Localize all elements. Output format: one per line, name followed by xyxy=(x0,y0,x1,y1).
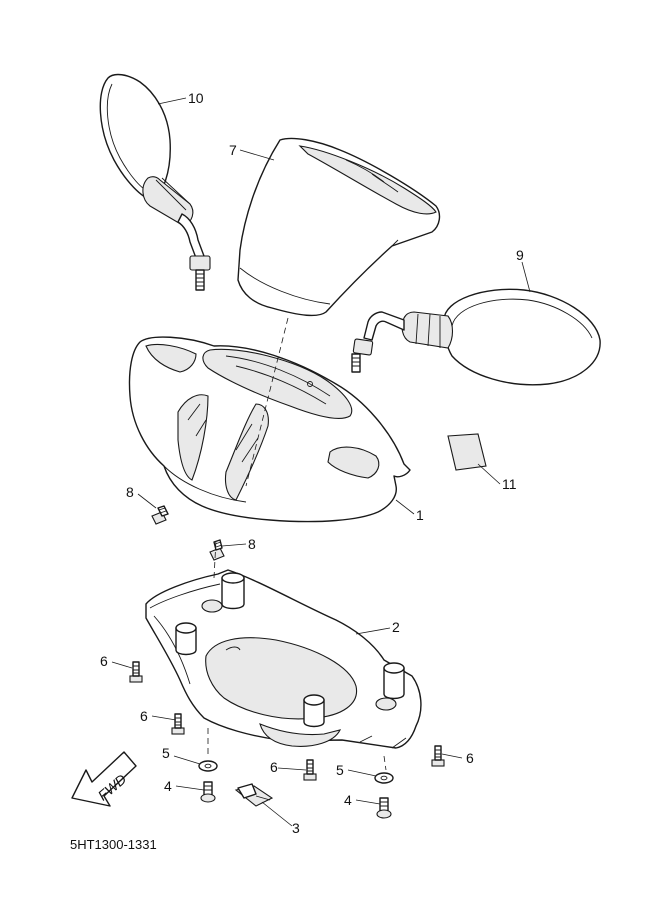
handlebar-cover-lower xyxy=(145,569,422,749)
callout-1: 1 xyxy=(416,507,424,523)
callout-labels: 10 7 9 11 1 8 8 2 6 6 6 6 5 5 4 4 3 xyxy=(100,90,524,836)
callout-6-a: 6 xyxy=(100,653,108,669)
screw-8-left xyxy=(151,505,169,525)
callout-9: 9 xyxy=(516,247,524,263)
washer-5-left xyxy=(198,760,218,772)
callout-5-left: 5 xyxy=(162,745,170,761)
callout-8-center: 8 xyxy=(248,536,256,552)
callout-10: 10 xyxy=(188,90,204,106)
label-sticker xyxy=(447,433,487,471)
callout-7: 7 xyxy=(229,142,237,158)
callout-2: 2 xyxy=(392,619,400,635)
screw-6-b xyxy=(171,713,185,735)
screw-6-a xyxy=(129,661,143,683)
washer-5-right xyxy=(374,772,394,784)
leader-lines xyxy=(111,97,531,827)
callout-6-c: 6 xyxy=(270,759,278,775)
clip-3 xyxy=(234,783,274,807)
callout-11: 11 xyxy=(502,476,517,492)
mirror-left xyxy=(99,73,211,291)
forward-direction-arrow: FWD xyxy=(71,751,137,807)
callout-6-b: 6 xyxy=(140,708,148,724)
callout-6-d: 6 xyxy=(466,750,474,766)
screw-6-d xyxy=(431,745,445,767)
callout-4-left: 4 xyxy=(164,778,172,794)
boss-posts xyxy=(175,572,405,728)
callout-8-left: 8 xyxy=(126,484,134,500)
drawing-code: 5HT1300-1331 xyxy=(70,837,157,852)
screw-4-left xyxy=(200,781,216,803)
callout-3: 3 xyxy=(292,820,300,836)
alignment-lines xyxy=(207,317,387,771)
screw-4-right xyxy=(376,797,392,819)
callout-5-right: 5 xyxy=(336,762,344,778)
handlebar-cover-front xyxy=(237,137,441,317)
handlebar-cover-upper xyxy=(128,336,411,523)
callout-4-right: 4 xyxy=(344,792,352,808)
screw-8-center xyxy=(209,539,225,561)
mirror-right xyxy=(351,288,601,386)
screw-6-c xyxy=(303,759,317,781)
